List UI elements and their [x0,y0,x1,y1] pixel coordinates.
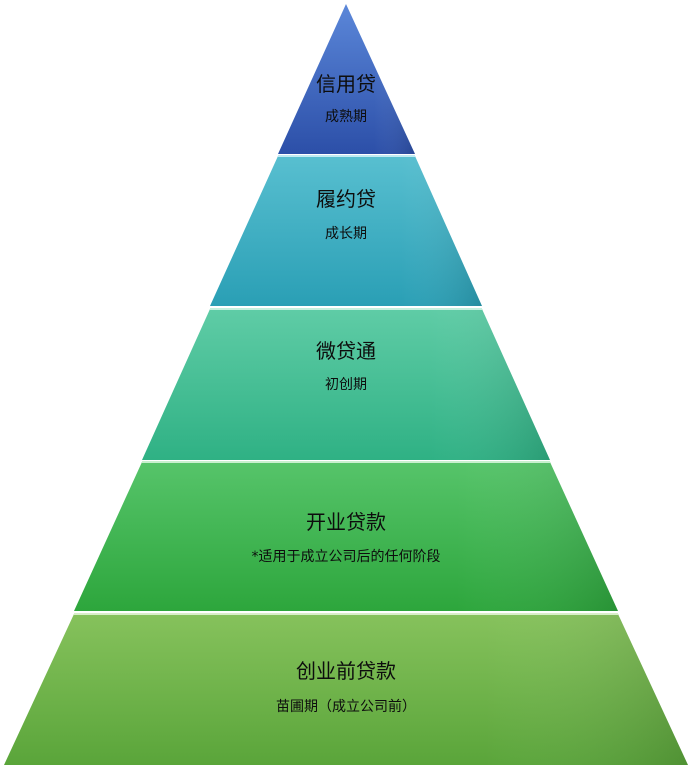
tier-performance-loan-title: 履约贷 [316,187,376,211]
tier-pre-startup-loan-title: 创业前贷款 [296,659,396,683]
tier-pre-startup-loan: 创业前贷款 苗圃期（成立公司前） [4,613,688,765]
tier-startup-loan-shade [74,462,618,611]
tier-startup-loan-subtitle: *适用于成立公司后的任何阶段 [252,549,441,565]
tier-pre-startup-loan-subtitle: 苗圃期（成立公司前） [276,698,416,715]
tier-performance-loan-shade [210,156,482,306]
tier-performance-loan-subtitle: 成长期 [325,226,367,242]
tier-credit-loan-shade [278,4,415,154]
tier-credit-loan-subtitle: 成熟期 [325,109,367,125]
tier-micro-loan-subtitle: 初创期 [325,376,367,393]
tier-startup-loan: 开业贷款 *适用于成立公司后的任何阶段 [74,461,618,611]
tier-startup-loan-title: 开业贷款 [306,510,386,534]
tier-performance-loan: 履约贷 成长期 [210,155,482,306]
tier-credit-loan-title: 信用贷 [316,72,376,96]
tier-micro-loan-shade [142,309,550,460]
tier-credit-loan: 信用贷 成熟期 [278,4,415,154]
tier-micro-loan: 微贷通 初创期 [142,308,550,460]
tier-pre-startup-loan-shade [4,614,688,765]
tier-micro-loan-title: 微贷通 [316,339,376,363]
